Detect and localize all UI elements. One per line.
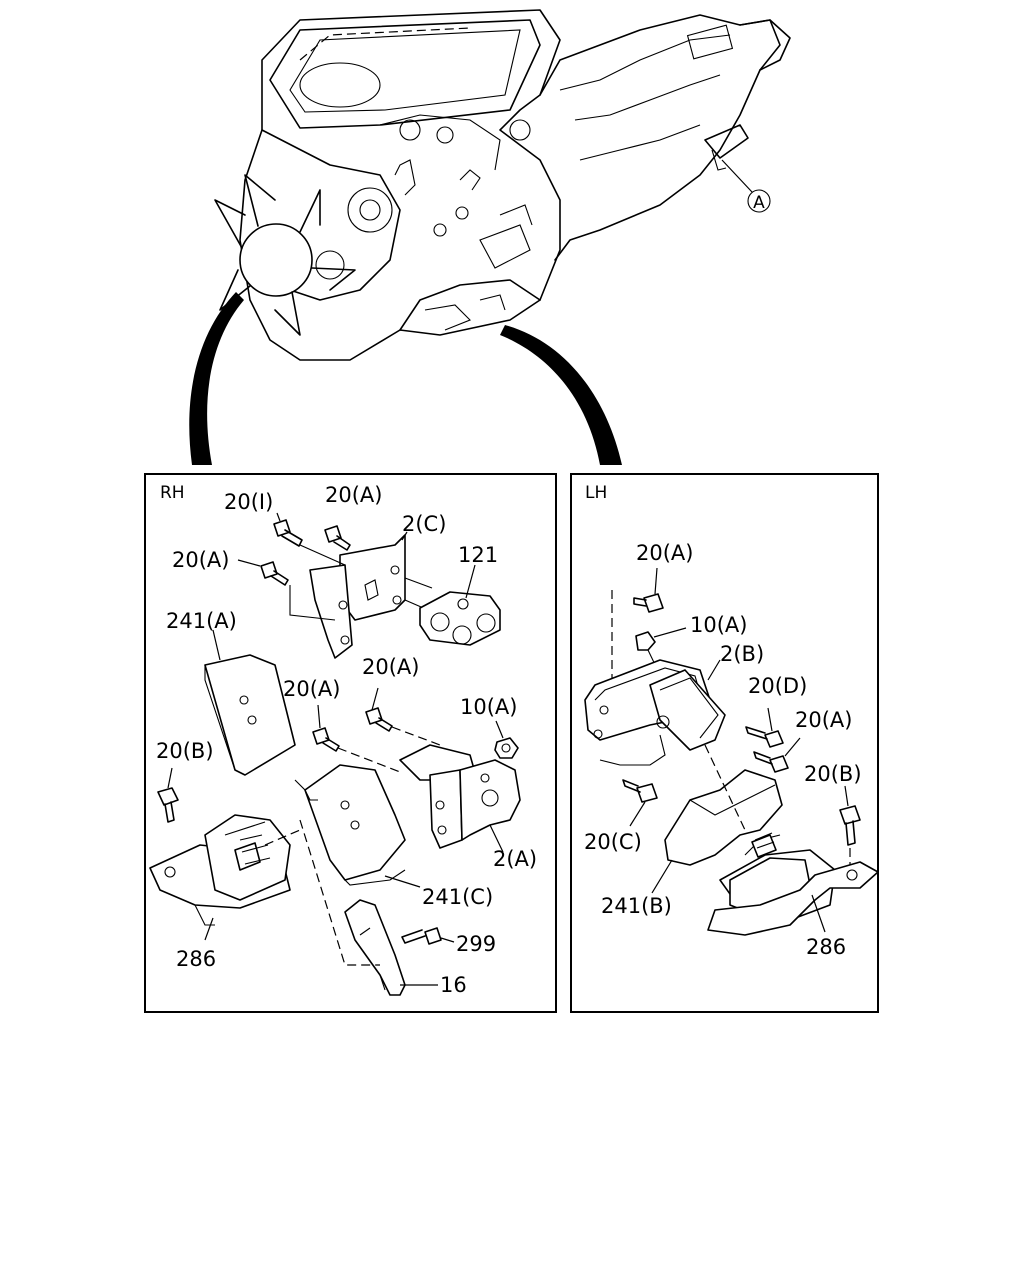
- rh-panel-label: RH: [160, 483, 185, 503]
- rh-label-286: 286: [176, 947, 216, 971]
- lh-label-286: 286: [806, 935, 846, 959]
- bracket-2b: [584, 659, 726, 766]
- heat-shield-241b: [651, 744, 783, 894]
- callout-a-label: A: [753, 193, 765, 213]
- lh-panel: LH: [570, 473, 879, 1013]
- rh-label-20a-mid-left: 20(A): [283, 677, 340, 701]
- mount-286-rh: [149, 814, 301, 941]
- bolt-20a-top: [324, 525, 351, 551]
- bracket-2c: [289, 531, 433, 659]
- mount-286-lh: [707, 832, 879, 936]
- insulator-121: [419, 564, 501, 646]
- rh-label-20b: 20(B): [156, 739, 214, 763]
- rh-panel: RH: [144, 473, 557, 1013]
- heat-shield-241c: [294, 764, 421, 888]
- engine-transmission-illustration: [214, 9, 791, 361]
- lh-label-2b: 2(B): [720, 642, 764, 666]
- bracket-2a: [399, 744, 521, 853]
- bolt-20i: [273, 512, 303, 547]
- lh-label-20a-right: 20(A): [795, 708, 852, 732]
- nut-10a: [494, 720, 519, 759]
- bolt-20a-left: [237, 559, 289, 586]
- bolt-20a-top-lh: [611, 567, 664, 690]
- bolt-20a-mid-left: [312, 704, 401, 773]
- callout-a: A: [721, 159, 771, 213]
- lh-label-20c: 20(C): [584, 830, 642, 854]
- bolt-20a-right-lh: [753, 737, 801, 773]
- lh-label-241b: 241(B): [601, 894, 672, 918]
- rh-label-16: 16: [440, 973, 467, 997]
- rh-label-2c: 2(C): [402, 512, 446, 536]
- heat-shield-241a: [204, 629, 296, 776]
- rh-label-299: 299: [456, 932, 496, 956]
- rh-label-20i: 20(I): [224, 490, 273, 514]
- rh-label-2a: 2(A): [493, 847, 537, 871]
- bolt-20b-lh: [839, 785, 861, 870]
- lh-label-20d: 20(D): [748, 674, 807, 698]
- rh-label-121: 121: [458, 543, 498, 567]
- cooling-fan: [214, 174, 356, 336]
- lh-label-20a-top: 20(A): [636, 541, 693, 565]
- bolt-20c: [622, 779, 658, 827]
- rh-label-20a-left: 20(A): [172, 548, 229, 572]
- rh-label-10a: 10(A): [460, 695, 517, 719]
- rh-label-241c: 241(C): [422, 885, 493, 909]
- lh-label-10a: 10(A): [690, 613, 747, 637]
- bolt-20a-mid-right: [365, 687, 441, 746]
- lh-panel-label: LH: [585, 483, 607, 503]
- rh-label-241a: 241(A): [166, 609, 237, 633]
- rh-label-20a-mid-right: 20(A): [362, 655, 419, 679]
- arrow-to-lh-panel: [500, 325, 622, 465]
- lh-label-20b: 20(B): [804, 762, 862, 786]
- arrow-to-rh-panel: [189, 292, 244, 465]
- bolt-299: [401, 927, 455, 945]
- part-16: [299, 819, 438, 996]
- rh-label-20a-top: 20(A): [325, 483, 382, 507]
- bolt-20d: [745, 707, 784, 748]
- bolt-20b: [157, 767, 179, 823]
